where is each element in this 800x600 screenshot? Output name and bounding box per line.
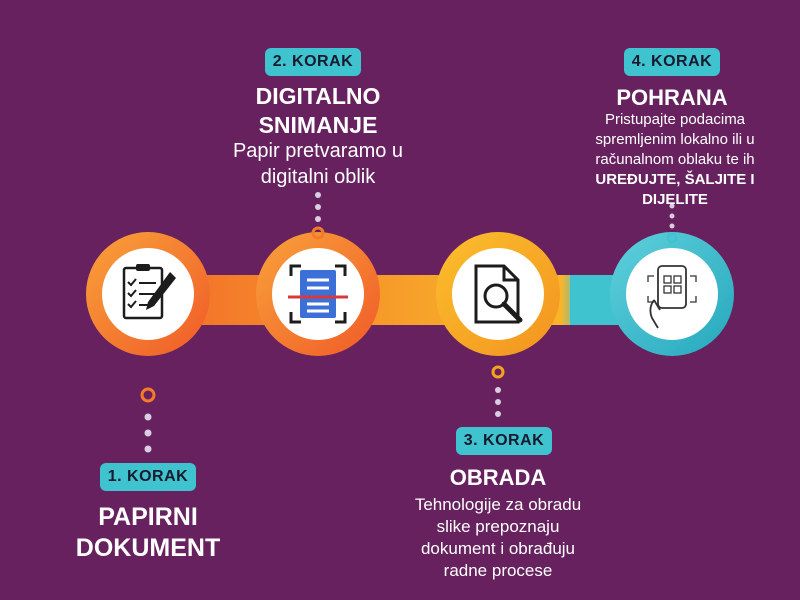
document-scan-icon (288, 264, 348, 324)
step3-desc-line: dokument i obrađuju (420, 539, 576, 558)
step2-desc-line: Papir pretvaramo u (232, 140, 404, 162)
phone-qr-hand-icon (647, 265, 697, 329)
step3-desc-line: Tehnologije za obradu (414, 495, 582, 514)
step4-dot (669, 203, 675, 209)
step4-description: Pristupajte podacima spremljenim lokalno… (560, 110, 790, 210)
step3-dot (495, 411, 501, 417)
step4-marker (666, 232, 678, 244)
step2-desc-line: digitalni oblik (260, 166, 376, 188)
step3-badge: 3. KORAK (456, 427, 552, 455)
step4-title: POHRANA (572, 84, 772, 112)
step3-title: OBRADA (398, 464, 598, 492)
step1-dot (144, 429, 152, 437)
step2-title: DIGITALNO SNIMANJE (218, 82, 418, 140)
step2-dot (315, 204, 321, 210)
step1-title-line: PAPIRNI (98, 503, 198, 531)
step3-marker (491, 365, 505, 379)
step3-dot (495, 387, 501, 393)
step1-dot (144, 413, 152, 421)
step2-marker (311, 226, 325, 240)
step2-dot (315, 216, 321, 222)
step3-desc-line: radne procese (443, 561, 553, 580)
step4-title-line: POHRANA (616, 85, 728, 110)
step4-badge: 4. KORAK (624, 48, 720, 76)
step3-description: Tehnologije za obradu slike prepoznaju d… (388, 494, 608, 582)
step4-dot (669, 223, 675, 229)
step4-dot (669, 213, 675, 219)
step3-dot (495, 399, 501, 405)
step2-title-line: DIGITALNO (255, 83, 381, 109)
step4-desc-emphasis: UREĐUJTE, ŠALJITE I (595, 171, 755, 188)
step4-desc-line: računalnom oblaku te ih (595, 151, 755, 168)
step1-title: PAPIRNI DOKUMENT (48, 502, 248, 565)
step2-description: Papir pretvaramo u digitalni oblik (198, 138, 438, 190)
step1-badge: 1. KORAK (100, 463, 196, 491)
step2-title-line: SNIMANJE (258, 111, 378, 138)
step4-desc-line: Pristupajte podacima (604, 111, 746, 128)
step4-desc-line: spremljenim lokalno ili u (595, 131, 755, 148)
step2-dot (315, 192, 321, 198)
step1-dot (144, 445, 152, 453)
step1-title-line: DOKUMENT (75, 534, 221, 563)
step2-badge: 2. KORAK (265, 48, 361, 76)
step3-desc-line: slike prepoznaju (436, 517, 560, 536)
step1-marker (140, 387, 156, 403)
step3-title-line: OBRADA (449, 465, 547, 490)
step4-desc-emphasis: DIJELITE (642, 191, 708, 208)
document-search-icon (474, 264, 523, 324)
checklist-pen-icon (122, 264, 176, 320)
